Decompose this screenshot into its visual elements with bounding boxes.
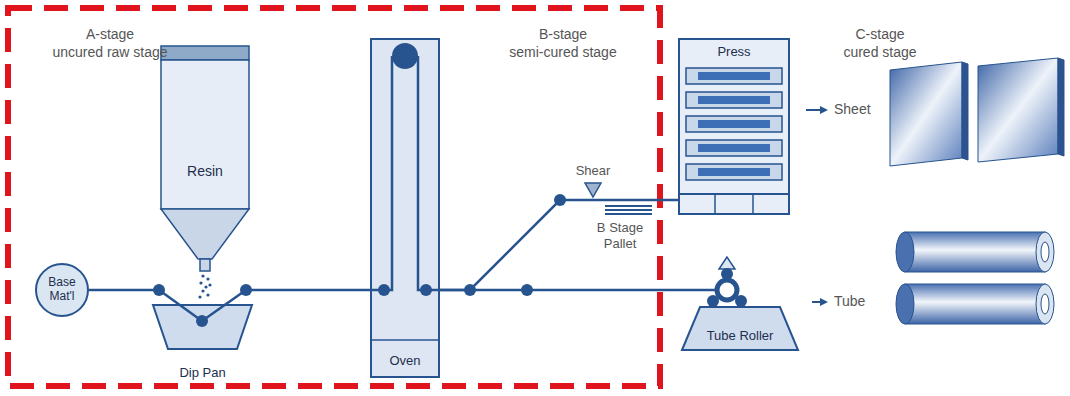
b-stage-pallet-stack [605,206,652,214]
resin-stream [198,274,211,298]
web-path [440,200,678,290]
cured-tubes [896,232,1054,324]
stage-title: A-stage [40,26,180,43]
curing-oven: Oven [370,38,440,378]
shear-blade [585,183,601,197]
web-path [89,289,145,292]
cured-sheets [890,58,1064,166]
stage-title: B-stage [493,26,633,43]
node-label: Oven [389,354,420,369]
web-path [440,289,680,292]
part-label: Shear [563,163,623,179]
resin-hopper-shape [160,45,250,272]
tube-roller: Tube Roller [680,255,800,352]
stage-subtitle: semi-cured stage [478,44,648,61]
node-label: Dip Pan [179,366,225,381]
stage-boundary [8,8,660,386]
stage-title: C-stage [810,26,950,43]
laminating-press-shape [678,38,790,215]
output-label: Sheet [834,101,894,118]
node-label: Tube Roller [707,329,774,344]
node-label: Base Mat'l [39,276,85,304]
dip-pan: Dip Pan [145,283,260,383]
output-arrows [806,106,828,306]
base-material-roll: Base Mat'l [35,263,89,317]
laminating-press: Press [678,38,790,215]
web-path [260,289,370,292]
curing-oven-shape [370,38,440,378]
output-label: Tube [834,293,894,310]
resin-hopper: Resin [160,45,250,272]
stage-subtitle: cured stage [805,44,955,61]
node-label: Press [717,45,750,60]
part-label: B Stage Pallet [590,220,650,251]
node-label: Resin [187,163,223,179]
stage-subtitle: uncured raw stage [30,44,190,61]
